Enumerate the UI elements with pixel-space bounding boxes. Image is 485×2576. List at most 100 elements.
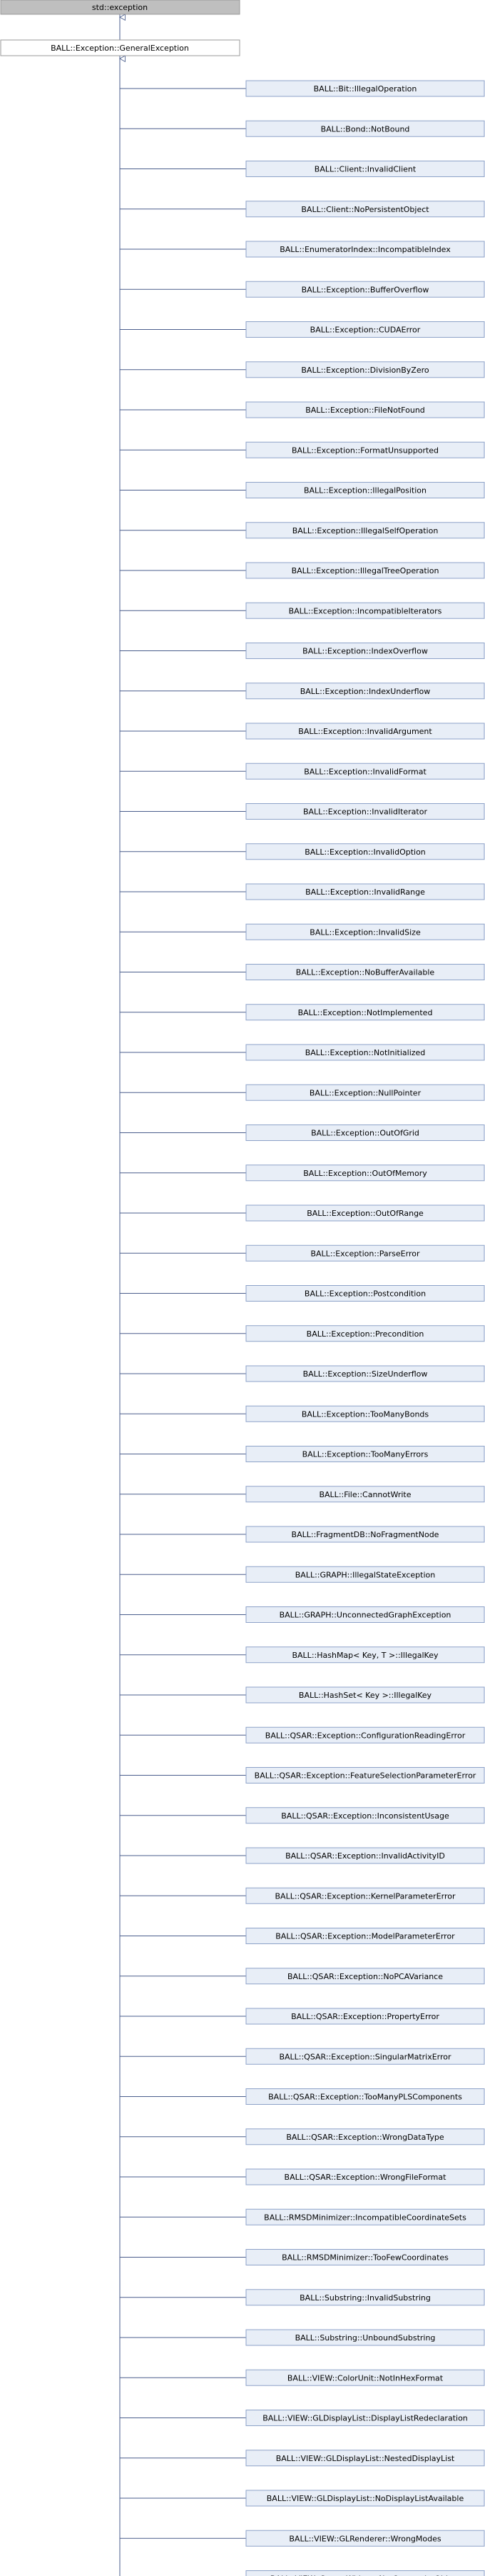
node-box xyxy=(245,1726,485,1744)
node-derived-class[interactable]: BALL::Exception::NullPointer xyxy=(245,1084,485,1101)
node-label: BALL::Substring::UnboundSubstring xyxy=(295,2333,436,2343)
node-derived-class[interactable]: BALL::Exception::BufferOverflow xyxy=(245,281,485,298)
node-derived-class[interactable]: BALL::Exception::NoBufferAvailable xyxy=(245,964,485,980)
node-derived-class[interactable]: BALL::Exception::NotInitialized xyxy=(245,1044,485,1061)
node-derived-class[interactable]: BALL::QSAR::Exception::ModelParameterErr… xyxy=(245,1928,485,1944)
node-derived-class[interactable]: BALL::Exception::SizeUnderflow xyxy=(245,1365,485,1382)
node-box xyxy=(245,1526,485,1543)
node-derived-class[interactable]: BALL::HashMap< Key, T >::IllegalKey xyxy=(245,1646,485,1664)
node-label: BALL::Exception::IllegalTreeOperation xyxy=(292,566,439,575)
node-derived-class[interactable]: BALL::VIEW::GLDisplayList::DisplayListRe… xyxy=(245,2410,485,2426)
node-derived-class[interactable]: BALL::Exception::IllegalPosition xyxy=(245,482,485,498)
node-derived-class[interactable]: BALL::Exception::OutOfGrid xyxy=(245,1125,485,1141)
node-label: BALL::QSAR::Exception::PropertyError xyxy=(291,2012,439,2021)
node-derived-class[interactable]: BALL::RMSDMinimizer::TooFewCoordinates xyxy=(245,2249,485,2265)
node-derived-class[interactable]: BALL::QSAR::Exception::KernelParameterEr… xyxy=(245,1887,485,1904)
node-derived-class[interactable]: BALL::RMSDMinimizer::IncompatibleCoordin… xyxy=(245,2208,485,2225)
node-box xyxy=(245,522,485,539)
node-box xyxy=(245,361,485,378)
node-derived-class[interactable]: BALL::Exception::InvalidArgument xyxy=(245,723,485,740)
node-box xyxy=(245,2490,485,2507)
node-derived-class[interactable]: BALL::Exception::DivisionByZero xyxy=(245,361,485,378)
node-derived-class[interactable]: BALL::Exception::NotImplemented xyxy=(245,1004,485,1021)
node-box xyxy=(245,401,485,418)
node-derived-class[interactable]: BALL::QSAR::Exception::FeatureSelectionP… xyxy=(245,1767,485,1783)
node-derived-class[interactable]: BALL::Exception::InvalidIterator xyxy=(245,803,485,820)
node-label: BALL::Exception::InvalidOption xyxy=(305,847,426,857)
node-derived-class[interactable]: BALL::GRAPH::IllegalStateException xyxy=(245,1566,485,1583)
node-derived-class[interactable]: BALL::Exception::CUDAError xyxy=(245,321,485,338)
node-label: BALL::Exception::IllegalSelfOperation xyxy=(292,526,439,535)
node-label: BALL::VIEW::ServerWidget::NotCompositeOb… xyxy=(270,2575,461,2576)
node-label: BALL::RMSDMinimizer::IncompatibleCoordin… xyxy=(264,2213,466,2222)
node-derived-class[interactable]: BALL::Exception::IllegalTreeOperation xyxy=(245,562,485,579)
node-label: BALL::GRAPH::IllegalStateException xyxy=(295,1570,435,1579)
node-derived-class[interactable]: BALL::QSAR::Exception::WrongFileFormat xyxy=(245,2168,485,2185)
node-box xyxy=(245,923,485,940)
node-derived-class[interactable]: BALL::Bond::NotBound xyxy=(245,120,485,137)
node-derived-class[interactable]: BALL::Bit::IllegalOperation xyxy=(245,80,485,97)
node-derived-class[interactable]: BALL::Exception::InvalidRange xyxy=(245,883,485,900)
node-derived-class[interactable]: BALL::Exception::Precondition xyxy=(245,1325,485,1342)
node-box xyxy=(245,2048,485,2065)
node-label: BALL::VIEW::GLDisplayList::NoDisplayList… xyxy=(267,2494,464,2503)
node-box xyxy=(245,2329,485,2346)
node-box xyxy=(245,1285,485,1302)
node-derived-class[interactable]: BALL::QSAR::Exception::NoPCAVariance xyxy=(245,1968,485,1985)
node-box xyxy=(245,964,485,980)
node-label: BALL::QSAR::Exception::KernelParameterEr… xyxy=(275,1891,456,1901)
node-derived-class[interactable]: BALL::VIEW::ColorUnit::NotInHexFormat xyxy=(245,2369,485,2386)
node-label: BALL::Exception::OutOfGrid xyxy=(311,1129,419,1138)
node-derived-class[interactable]: BALL::Exception::TooManyBonds xyxy=(245,1405,485,1422)
node-derived-class[interactable]: BALL::Exception::IllegalSelfOperation xyxy=(245,522,485,539)
node-derived-class[interactable]: BALL::Exception::InvalidOption xyxy=(245,843,485,860)
node-label: BALL::Exception::SizeUnderflow xyxy=(303,1369,428,1379)
node-derived-class[interactable]: BALL::Exception::InvalidSize xyxy=(245,923,485,940)
node-derived-class[interactable]: BALL::QSAR::Exception::InconsistentUsage xyxy=(245,1807,485,1824)
node-box xyxy=(245,2289,485,2306)
node-derived-class[interactable]: BALL::Exception::InvalidFormat xyxy=(245,763,485,780)
node-box xyxy=(245,1405,485,1422)
node-label: BALL::Exception::NoBufferAvailable xyxy=(296,968,435,977)
node-derived-class[interactable]: BALL::VIEW::ServerWidget::NotCompositeOb… xyxy=(245,2570,485,2576)
node-derived-class[interactable]: BALL::Substring::UnboundSubstring xyxy=(245,2329,485,2346)
node-derived-class[interactable]: BALL::QSAR::Exception::InvalidActivityID xyxy=(245,1847,485,1864)
node-general-exception[interactable]: BALL::Exception::GeneralException xyxy=(0,39,240,56)
node-derived-class[interactable]: BALL::VIEW::GLDisplayList::NoDisplayList… xyxy=(245,2490,485,2507)
node-derived-class[interactable]: BALL::Exception::TooManyErrors xyxy=(245,1446,485,1462)
node-std-exception[interactable]: std::exception xyxy=(0,0,240,15)
node-derived-class[interactable]: BALL::HashSet< Key >::IllegalKey xyxy=(245,1686,485,1704)
node-derived-class[interactable]: BALL::Exception::OutOfMemory xyxy=(245,1164,485,1182)
node-box xyxy=(245,1847,485,1864)
node-box xyxy=(245,1486,485,1503)
node-label: BALL::Exception::NotInitialized xyxy=(305,1048,426,1057)
node-label: BALL::Exception::InvalidArgument xyxy=(298,727,432,736)
node-derived-class[interactable]: BALL::Client::InvalidClient xyxy=(245,161,485,177)
node-derived-class[interactable]: BALL::QSAR::Exception::ConfigurationRead… xyxy=(245,1726,485,1744)
node-derived-class[interactable]: BALL::Exception::IncompatibleIterators xyxy=(245,602,485,619)
node-derived-class[interactable]: BALL::Exception::ParseError xyxy=(245,1244,485,1262)
node-derived-class[interactable]: BALL::VIEW::GLDisplayList::NestedDisplay… xyxy=(245,2450,485,2467)
node-derived-class[interactable]: BALL::Exception::IndexUnderflow xyxy=(245,683,485,700)
node-derived-class[interactable]: BALL::Exception::FileNotFound xyxy=(245,401,485,418)
node-derived-class[interactable]: BALL::File::CannotWrite xyxy=(245,1486,485,1503)
node-derived-class[interactable]: BALL::GRAPH::UnconnectedGraphException xyxy=(245,1606,485,1623)
node-derived-class[interactable]: BALL::EnumeratorIndex::IncompatibleIndex xyxy=(245,241,485,258)
node-derived-class[interactable]: BALL::Substring::InvalidSubstring xyxy=(245,2289,485,2306)
node-derived-class[interactable]: BALL::Exception::Postcondition xyxy=(245,1285,485,1302)
node-derived-class[interactable]: BALL::QSAR::Exception::PropertyError xyxy=(245,2008,485,2025)
node-box xyxy=(245,602,485,619)
node-label: BALL::HashSet< Key >::IllegalKey xyxy=(299,1691,432,1700)
node-derived-class[interactable]: BALL::QSAR::Exception::WrongDataType xyxy=(245,2128,485,2145)
node-derived-class[interactable]: BALL::VIEW::GLRenderer::WrongModes xyxy=(245,2530,485,2547)
node-box xyxy=(245,1968,485,1985)
node-derived-class[interactable]: BALL::Exception::FormatUnsupported xyxy=(245,441,485,458)
node-derived-class[interactable]: BALL::Exception::OutOfRange xyxy=(245,1204,485,1222)
node-box xyxy=(245,2410,485,2426)
node-derived-class[interactable]: BALL::Exception::IndexOverflow xyxy=(245,643,485,659)
node-label: BALL::Exception::FormatUnsupported xyxy=(292,446,439,455)
node-derived-class[interactable]: BALL::QSAR::Exception::SingularMatrixErr… xyxy=(245,2048,485,2065)
node-derived-class[interactable]: BALL::Client::NoPersistentObject xyxy=(245,201,485,218)
node-derived-class[interactable]: BALL::QSAR::Exception::TooManyPLSCompone… xyxy=(245,2088,485,2105)
node-derived-class[interactable]: BALL::FragmentDB::NoFragmentNode xyxy=(245,1526,485,1543)
